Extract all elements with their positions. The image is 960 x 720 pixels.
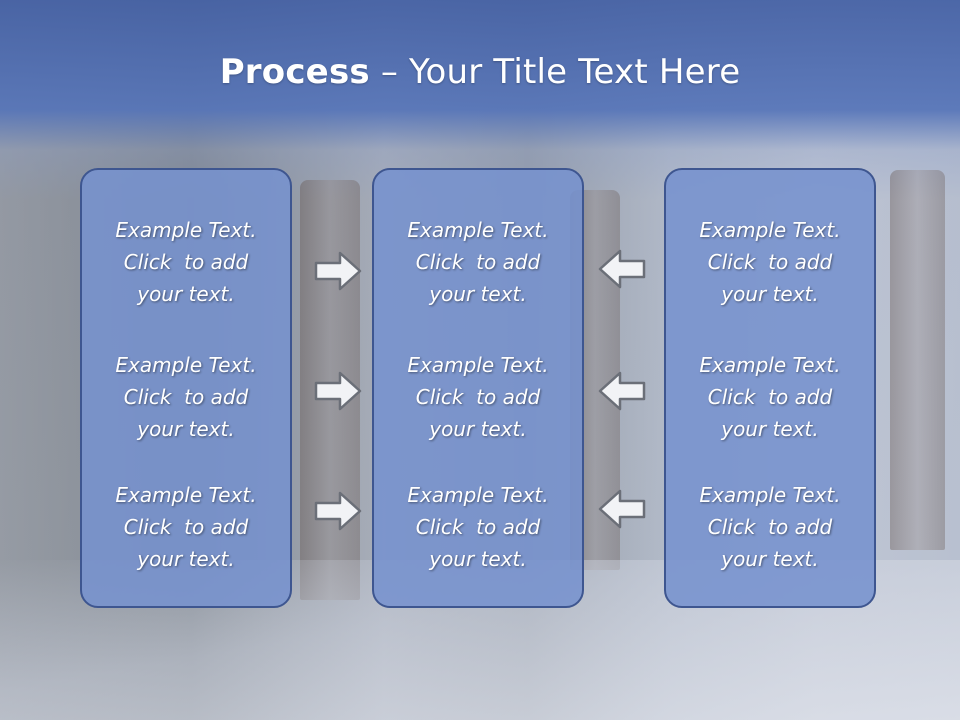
text-placeholder[interactable]: Example Text. Click to add your text.	[699, 353, 841, 441]
text-placeholder[interactable]: Example Text. Click to add your text.	[115, 483, 257, 571]
text-placeholder[interactable]: Example Text. Click to add your text.	[115, 218, 257, 306]
text-placeholder[interactable]: Example Text. Click to add your text.	[407, 483, 549, 571]
process-box-left[interactable]: Example Text. Click to add your text. Ex…	[80, 168, 292, 608]
title-bold: Process	[219, 52, 370, 92]
text-placeholder[interactable]: Example Text. Click to add your text.	[407, 218, 549, 306]
arrow-left-icon	[598, 371, 646, 411]
text-placeholder[interactable]: Example Text. Click to add your text.	[115, 353, 257, 441]
process-box-right[interactable]: Example Text. Click to add your text. Ex…	[664, 168, 876, 608]
arrow-right-icon	[314, 371, 362, 411]
text-placeholder[interactable]: Example Text. Click to add your text.	[699, 218, 841, 306]
title-rest: – Your Title Text Here	[369, 52, 741, 92]
text-placeholder[interactable]: Example Text. Click to add your text.	[407, 353, 549, 441]
slide-title[interactable]: Process – Your Title Text Here	[0, 52, 960, 92]
text-placeholder[interactable]: Example Text. Click to add your text.	[699, 483, 841, 571]
arrow-left-icon	[598, 249, 646, 289]
arrow-right-icon	[314, 491, 362, 531]
background-bottle	[890, 170, 945, 550]
arrow-left-icon	[598, 489, 646, 529]
arrow-right-icon	[314, 251, 362, 291]
process-box-center[interactable]: Example Text. Click to add your text. Ex…	[372, 168, 584, 608]
